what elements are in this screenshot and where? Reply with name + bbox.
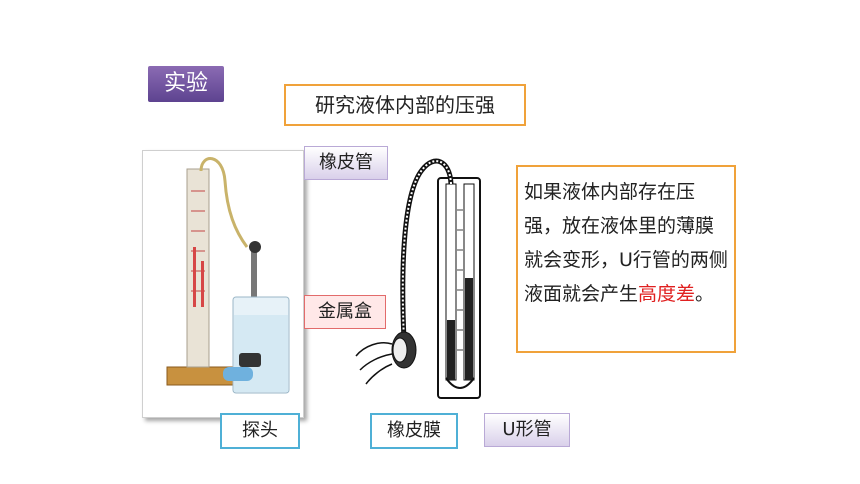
experiment-badge: 实验 bbox=[148, 66, 224, 102]
pressure-gauge-illustration bbox=[166, 157, 290, 394]
probe-label: 探头 bbox=[220, 413, 300, 449]
u-tube-manometer-diagram bbox=[355, 158, 481, 399]
pressure-gauge-photo bbox=[142, 150, 304, 418]
u-tube-label: U形管 bbox=[484, 413, 570, 447]
explanation-note: 如果液体内部存在压强，放在液体里的薄膜就会变形，U行管的两侧液面就会产生高度差。 bbox=[516, 165, 736, 353]
metal-box-label: 金属盒 bbox=[304, 295, 386, 329]
note-end: 。 bbox=[695, 283, 715, 305]
rubber-film-label: 橡皮膜 bbox=[370, 413, 458, 449]
note-highlight: 高度差 bbox=[638, 283, 696, 305]
note-text: 如果液体内部存在压强，放在液体里的薄膜就会变形，U行管的两侧液面就会产生 bbox=[524, 181, 728, 305]
rubber-tube-label: 橡皮管 bbox=[304, 146, 388, 180]
slide-title: 研究液体内部的压强 bbox=[284, 84, 526, 126]
